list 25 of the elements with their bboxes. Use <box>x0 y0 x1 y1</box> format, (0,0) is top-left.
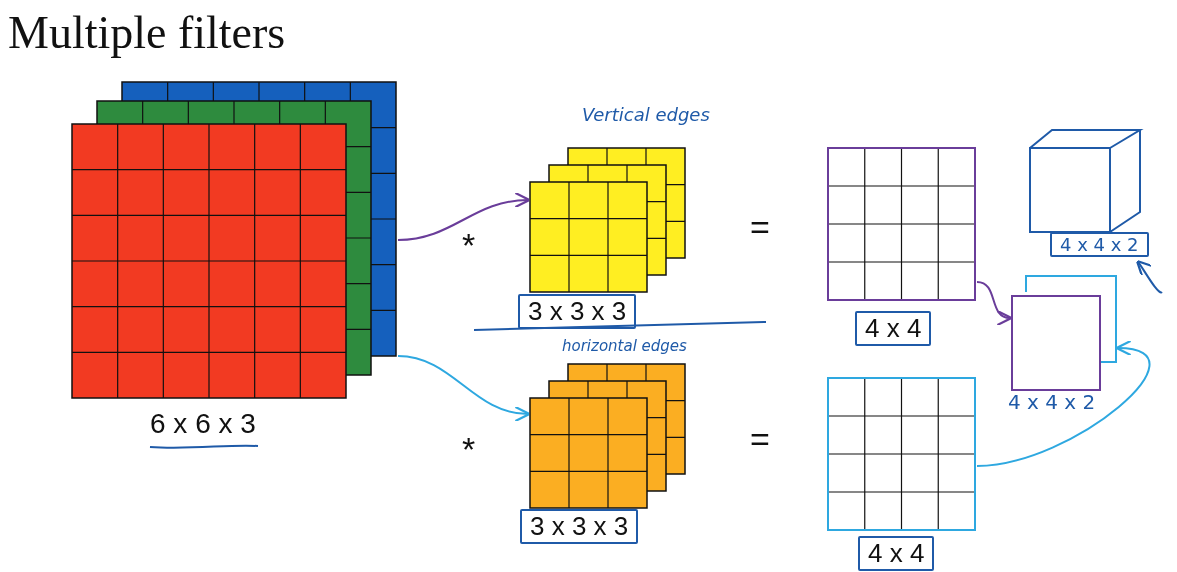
handwritten-note: Vertical edges <box>582 104 710 125</box>
arrow <box>397 355 531 421</box>
operator-symbol: = <box>750 208 770 247</box>
output-grid-drawing <box>828 378 975 530</box>
dimension-label: 4 x 4 <box>855 311 932 346</box>
operator-symbol: * <box>462 430 476 469</box>
handwritten-note: 4 x 4 x 2 <box>1008 390 1096 414</box>
arrow <box>1136 259 1163 294</box>
handwritten-note: 4 x 4 x 2 <box>1050 232 1149 257</box>
stacked-volume-drawing <box>1012 276 1116 390</box>
filter-drawing <box>530 148 685 292</box>
arrow <box>976 341 1151 467</box>
arrow <box>976 281 1013 325</box>
dimension-label: 3 x 3 x 3 <box>520 509 639 544</box>
input-volume-drawing <box>72 82 396 398</box>
output-grid-drawing <box>828 148 975 300</box>
handwritten-note: horizontal edges <box>562 337 687 355</box>
operator-symbol: * <box>462 226 476 265</box>
dimension-label: 6 x 6 x 3 <box>150 408 256 440</box>
dimension-label: 3 x 3 x 3 <box>518 294 637 329</box>
slide-title: Multiple filters <box>8 6 286 59</box>
arrow <box>397 192 531 241</box>
dimension-label: 4 x 4 <box>858 536 935 571</box>
filter-drawing <box>530 364 685 508</box>
operator-symbol: = <box>750 420 770 459</box>
